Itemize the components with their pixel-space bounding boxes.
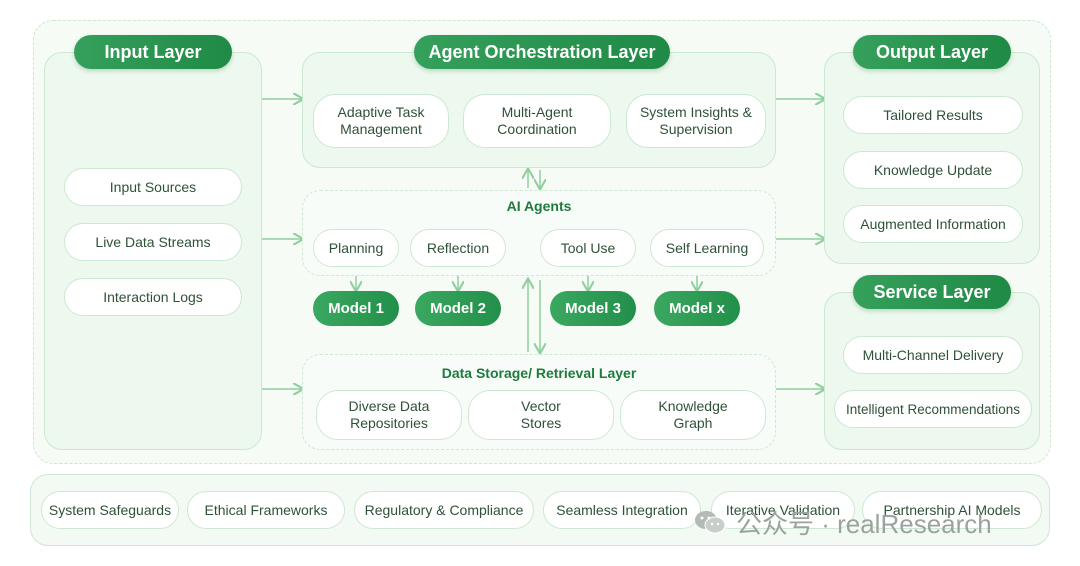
partnership-ai-models: Partnership AI Models <box>862 491 1042 529</box>
knowledge-graph: Knowledge Graph <box>620 390 766 440</box>
agent-tool-use: Tool Use <box>540 229 636 267</box>
vector-stores: Vector Stores <box>468 390 614 440</box>
system-safeguards: System Safeguards <box>41 491 179 529</box>
input-layer-title: Input Layer <box>74 35 232 69</box>
regulatory-compliance: Regulatory & Compliance <box>354 491 534 529</box>
data-storage-title: Data Storage/ Retrieval Layer <box>441 365 637 381</box>
watermark-text: 公众号 · realResearch <box>736 508 992 539</box>
system-insights-supervision: System Insights & Supervision <box>626 94 766 148</box>
interaction-logs: Interaction Logs <box>64 278 242 316</box>
augmented-information: Augmented Information <box>843 205 1023 243</box>
multi-agent-coordination: Multi-Agent Coordination <box>463 94 611 148</box>
orchestration-layer-title: Agent Orchestration Layer <box>414 35 670 69</box>
ethical-frameworks: Ethical Frameworks <box>187 491 345 529</box>
input-sources: Input Sources <box>64 168 242 206</box>
model-1: Model 1 <box>313 291 399 326</box>
live-data-streams: Live Data Streams <box>64 223 242 261</box>
ai-agents-title: AI Agents <box>506 198 572 214</box>
iterative-validation: Iterative Validation <box>711 491 855 529</box>
watermark: 公众号 · realResearch <box>694 504 992 540</box>
seamless-integration: Seamless Integration <box>543 491 701 529</box>
diverse-data-repositories: Diverse Data Repositories <box>316 390 462 440</box>
model-3: Model 3 <box>550 291 636 326</box>
agent-planning: Planning <box>313 229 399 267</box>
tailored-results: Tailored Results <box>843 96 1023 134</box>
agent-self-learning: Self Learning <box>650 229 764 267</box>
adaptive-task-management: Adaptive Task Management <box>313 94 449 148</box>
service-layer-title: Service Layer <box>853 275 1011 309</box>
multi-channel-delivery: Multi-Channel Delivery <box>843 336 1023 374</box>
intelligent-recommendations: Intelligent Recommendations <box>834 390 1032 428</box>
output-layer-title: Output Layer <box>853 35 1011 69</box>
wechat-icon <box>695 511 726 534</box>
model-2: Model 2 <box>415 291 501 326</box>
model-x: Model x <box>654 291 740 326</box>
knowledge-update: Knowledge Update <box>843 151 1023 189</box>
agent-reflection: Reflection <box>410 229 506 267</box>
